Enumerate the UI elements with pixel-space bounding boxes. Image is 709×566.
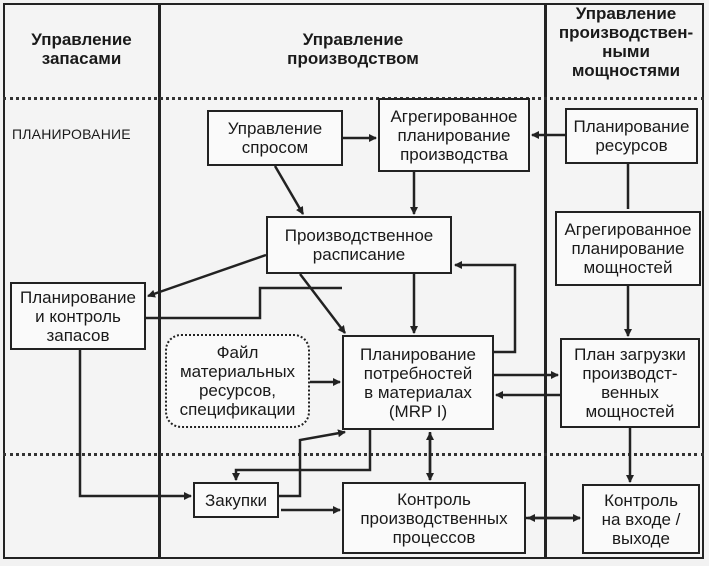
aggregate-capacity-planning-box: Агрегированное планирование мощностей (555, 211, 701, 286)
row-label-planning: ПЛАНИРОВАНИЕ (12, 126, 131, 142)
column-divider-1 (158, 3, 161, 559)
material-resources-file-box: Файл материальных ресурсов, спецификации (165, 334, 310, 428)
column-header-inventory: Управление запасами (31, 30, 132, 68)
arrow-purchasing-to-mrp (279, 429, 346, 498)
inventory-planning-control-box: Планирование и контроль запасов (10, 282, 146, 350)
arrow-mrp-feedback-schedule (454, 261, 517, 354)
io-control-box: Контроль на входе / выходе (582, 484, 700, 554)
line-inventory-path (146, 286, 342, 320)
arrow-mrp-to-purchasing (232, 430, 372, 481)
resource-planning-box: Планирование ресурсов (565, 108, 698, 164)
aggregate-production-planning-box: Агрегированное планирование производства (378, 98, 530, 172)
arrow-inventory-to-purchasing (78, 350, 192, 500)
process-control-box: Контроль производственных процессов (342, 482, 526, 554)
control-row-divider (3, 453, 704, 456)
purchasing-box: Закупки (193, 482, 279, 518)
demand-management-box: Управление спросом (207, 110, 343, 166)
capacity-load-plan-box: План загрузки производст- венных мощност… (560, 338, 700, 428)
arrow-demand-to-schedule (273, 165, 305, 215)
arrow-schedule-to-inventory (147, 253, 267, 298)
mrp-box: Планирование потребностей в материалах (… (342, 335, 494, 430)
column-header-capacity: Управление производствен- ными мощностям… (558, 4, 694, 80)
production-schedule-box: Производственное расписание (266, 216, 452, 274)
planning-row-divider (3, 97, 704, 100)
column-divider-2 (544, 3, 547, 559)
arrow-schedule-to-mrp-left (299, 273, 346, 334)
column-header-production: Управление производством (287, 30, 419, 68)
